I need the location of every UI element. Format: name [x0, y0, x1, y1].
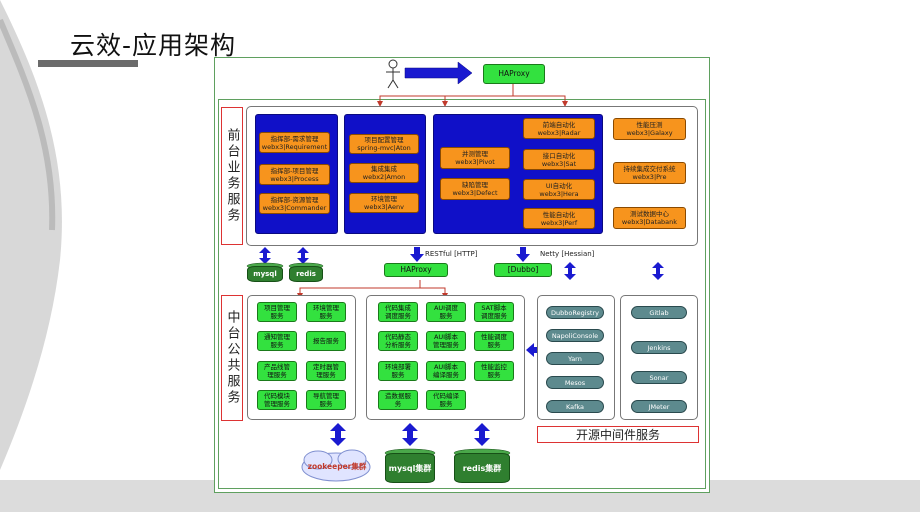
- haproxy-mid: HAProxy: [384, 263, 448, 277]
- double-arrows: [259, 247, 664, 446]
- sat-service: 接口自动化 webx3|Sat: [523, 149, 595, 170]
- middle-p1-item: 代码模块 管理服务: [257, 390, 297, 410]
- zookeeper-cloud: [301, 449, 371, 482]
- mysql-db: mysql: [247, 266, 283, 282]
- oss1-item: DubboRegistry: [546, 306, 604, 319]
- pre-service: 持续集成交付系统 webx3|Pre: [613, 162, 686, 184]
- front-services-label: 前台业务服务: [221, 107, 243, 245]
- amon-service: 集成集成 webx2|Amon: [349, 163, 419, 183]
- middle-p2-item: 代码集成 调度服务: [378, 302, 418, 322]
- decorative-swoosh: [0, 0, 138, 470]
- inner-frame: [218, 99, 706, 489]
- commander-service: 指挥部-资源管理 webx3|Commander: [259, 193, 330, 214]
- oss2-item: JMeter: [631, 400, 687, 413]
- redis-db: redis: [289, 266, 323, 282]
- aton-service: 项目配置管理 spring-mvc|Aton: [349, 134, 419, 154]
- middle-p2-item: 造数据服 务: [378, 390, 418, 410]
- oss2-item: Sonar: [631, 371, 687, 384]
- galaxy-service: 性能压测 webx3|Galaxy: [613, 118, 686, 140]
- middle-p2-item: 性能监控 服务: [474, 361, 514, 381]
- middle-p2-item: 性能调度 服务: [474, 331, 514, 351]
- process-service: 指挥部-项目管理 webx3|Process: [259, 164, 330, 185]
- middle-p2-item: AUI调度 服务: [426, 302, 466, 322]
- middle-p1-item: 产品线管 理服务: [257, 361, 297, 381]
- middle-p1-item: 定时器管 理服务: [306, 361, 346, 381]
- aenv-service: 环境管理 webx3|Aenv: [349, 193, 419, 213]
- haproxy-top: HAProxy: [483, 64, 545, 84]
- redis-cluster: redis集群: [454, 453, 510, 483]
- middle-p1-item: 导航管理 服务: [306, 390, 346, 410]
- middle-p2-item: 代码编译 服务: [426, 390, 466, 410]
- databank-service: 测试数据中心 webx3|Databank: [613, 207, 686, 229]
- middle-p1-item: 项目管理 服务: [257, 302, 297, 322]
- radar-service: 前端自动化 webx3|Radar: [523, 118, 595, 139]
- oss1-item: NapoliConsole: [546, 329, 604, 342]
- hera-service: UI自动化 webx3|Hera: [523, 179, 595, 200]
- user-icon: [386, 59, 400, 89]
- oss2-item: Jenkins: [631, 341, 687, 354]
- dubbo-box: [Dubbo]: [494, 263, 552, 277]
- oss2-item: Gitlab: [631, 306, 687, 319]
- middle-p2-item: 环境部署 服务: [378, 361, 418, 381]
- middle-p2-item: 代码静态 分析服务: [378, 331, 418, 351]
- restful-label: RESTful [HTTP]: [425, 250, 478, 258]
- middle-services-label: 中台公共服务: [221, 295, 243, 421]
- zookeeper-label: zookeeper集群: [307, 462, 367, 471]
- pivot-service: 并测管理 webx3|Pivot: [440, 147, 510, 169]
- middle-p1-item: 通知管理 服务: [257, 331, 297, 351]
- middle-p2-item: SAT脚本 调度服务: [474, 302, 514, 322]
- perf-service: 性能自动化 webx3|Perf: [523, 208, 595, 229]
- middle-p1-item: 环境管理 服务: [306, 302, 346, 322]
- defect-service: 缺陷管理 webx3|Defect: [440, 178, 510, 200]
- oss1-item: Yarn: [546, 352, 604, 365]
- middle-p1-item: 报告服务: [306, 331, 346, 351]
- mysql-cluster: mysql集群: [385, 453, 435, 483]
- oss-label: 开源中间件服务: [537, 426, 699, 443]
- oss1-item: Mesos: [546, 376, 604, 389]
- page-title: 云效-应用架构: [70, 31, 237, 60]
- middle-p2-item: AUI脚本 编译服务: [426, 361, 466, 381]
- requirement-service: 指挥部-需求管理 webx3|Requirement: [259, 132, 330, 153]
- netty-label: Netty [Hessian]: [540, 250, 595, 258]
- oss1-item: Kafka: [546, 400, 604, 413]
- middle-p2-item: AUI脚本 管理服务: [426, 331, 466, 351]
